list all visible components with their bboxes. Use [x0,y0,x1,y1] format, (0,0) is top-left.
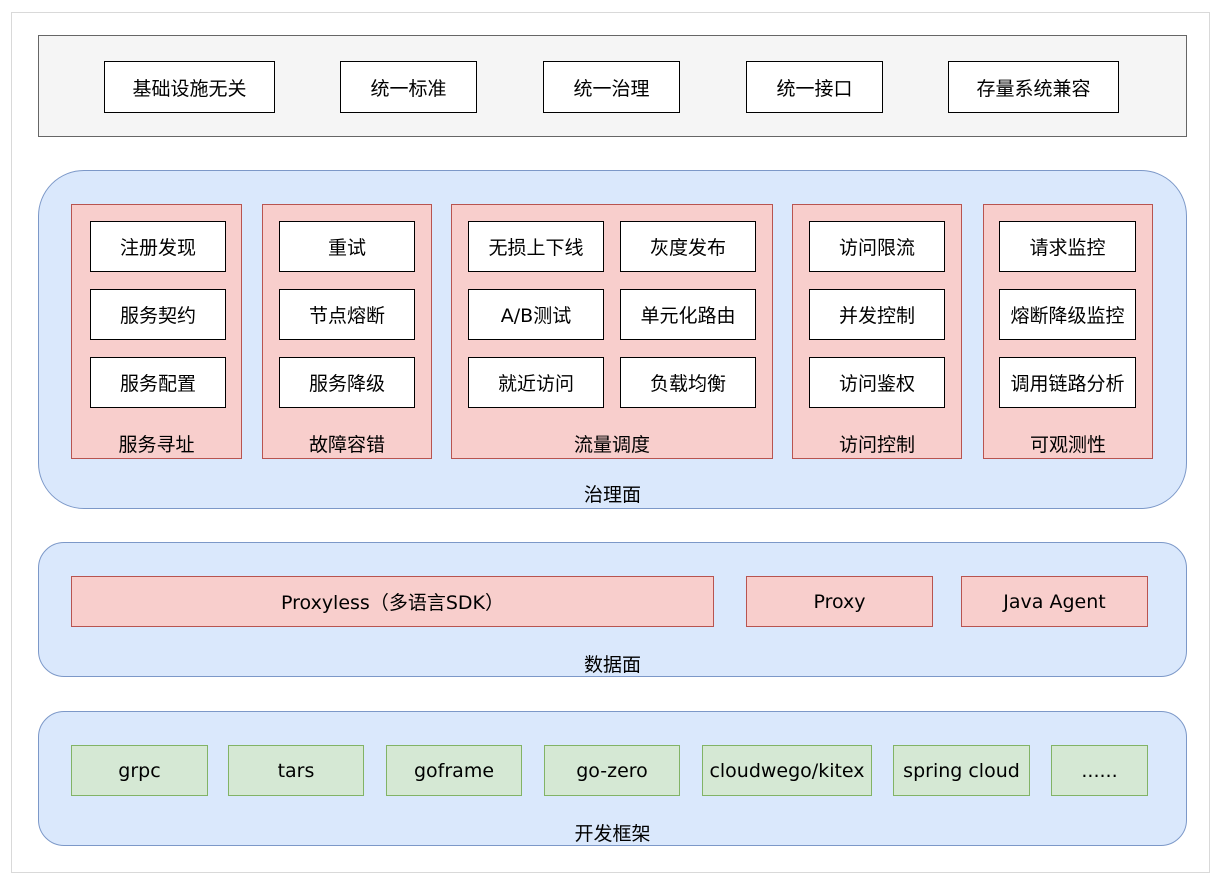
group-title-access-control: 访问控制 [838,434,915,456]
principle-unified-interface: 统一接口 [746,61,883,113]
framework-grpc: grpc [71,745,208,796]
principle-legacy-compat: 存量系统兼容 [948,61,1119,113]
item-gray-release: 灰度发布 [620,221,756,272]
item-access-auth: 访问鉴权 [809,357,945,408]
item-rate-limit: 访问限流 [809,221,945,272]
item-unit-routing: 单元化路由 [620,289,756,340]
group-title-observability: 可观测性 [1029,434,1106,456]
framework-goframe: goframe [386,745,522,796]
item-service-config: 服务配置 [90,357,226,408]
item-load-balancing: 负载均衡 [620,357,756,408]
item-ab-test: A/B测试 [468,289,604,340]
item-nearby-access: 就近访问 [468,357,604,408]
item-service-degrade: 服务降级 [279,357,415,408]
framework-spring-cloud: spring cloud [893,745,1030,796]
group-title-service-addressing: 服务寻址 [118,434,195,456]
principle-infra-agnostic: 基础设施无关 [104,61,275,113]
dataplane-proxyless: Proxyless（多语言SDK） [71,576,714,627]
dataplane-java-agent: Java Agent [961,576,1148,627]
framework-go-zero: go-zero [544,745,680,796]
group-title-traffic-scheduling: 流量调度 [573,434,650,456]
framework-tars: tars [228,745,364,796]
framework-cloudwego-kitex: cloudwego/kitex [702,745,872,796]
item-graceful-online-offline: 无损上下线 [468,221,604,272]
item-concurrency-control: 并发控制 [809,289,945,340]
item-circuit-degrade-monitoring: 熔断降级监控 [999,289,1136,340]
principle-unified-governance: 统一治理 [543,61,680,113]
group-title-fault-tolerance: 故障容错 [308,434,385,456]
framework-more: ...... [1051,745,1148,796]
item-retry: 重试 [279,221,415,272]
dataplane-proxy: Proxy [746,576,933,627]
item-request-monitoring: 请求监控 [999,221,1136,272]
item-call-chain-analysis: 调用链路分析 [999,357,1136,408]
item-node-circuit-breaker: 节点熔断 [279,289,415,340]
item-service-contract: 服务契约 [90,289,226,340]
frameworks-title: 开发框架 [574,823,651,845]
dataplane-title: 数据面 [583,654,641,676]
principle-unified-standard: 统一标准 [340,61,477,113]
item-registry-discovery: 注册发现 [90,221,226,272]
governance-title: 治理面 [583,484,641,506]
